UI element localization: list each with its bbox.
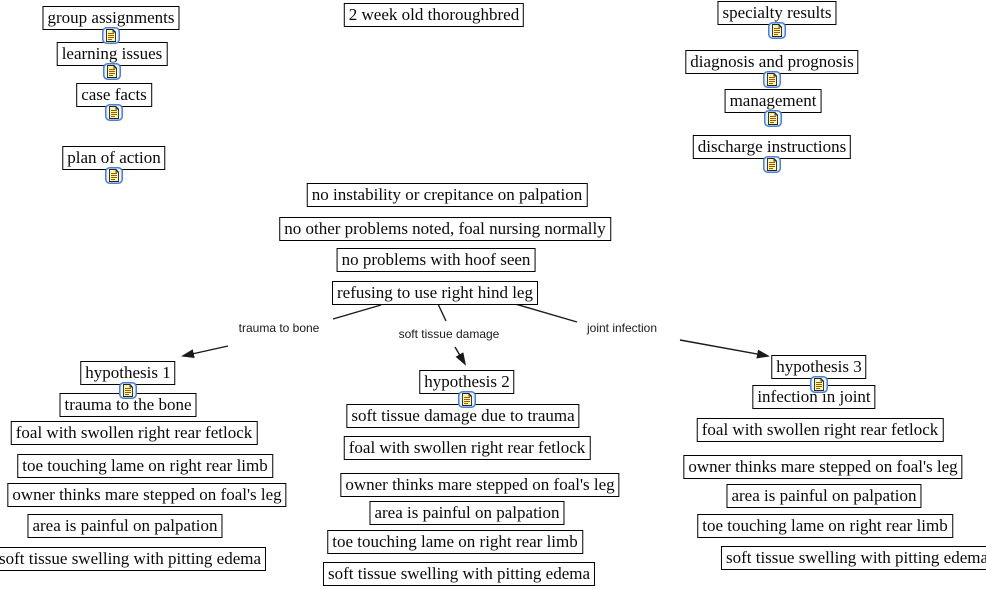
resource-document-icon[interactable] <box>105 104 123 121</box>
node-h2-area-painful[interactable]: area is painful on palpation <box>369 501 565 525</box>
node-hypothesis-3[interactable]: hypothesis 3 <box>771 355 867 379</box>
node-h3-owner-thinks[interactable]: owner thinks mare stepped on foal's leg <box>683 455 963 479</box>
link-trauma-to-bone[interactable]: trauma to bone <box>236 321 322 336</box>
node-h3-swollen-fetlock[interactable]: foal with swollen right rear fetlock <box>696 418 944 442</box>
resource-document-icon[interactable] <box>102 27 120 44</box>
node-hypothesis-1[interactable]: hypothesis 1 <box>80 361 176 385</box>
node-h2-soft-tissue-swelling[interactable]: soft tissue swelling with pitting edema <box>322 562 596 586</box>
edge-refusing-to-trauma-label <box>332 304 382 320</box>
resource-document-icon[interactable] <box>768 22 786 39</box>
node-fact-no-hoof-problems[interactable]: no problems with hoof seen <box>336 248 536 272</box>
node-fact-no-other-problems[interactable]: no other problems noted, foal nursing no… <box>279 217 611 241</box>
node-h1-swollen-fetlock[interactable]: foal with swollen right rear fetlock <box>10 421 258 445</box>
node-fact-refusing-leg[interactable]: refusing to use right hind leg <box>332 281 538 305</box>
link-soft-tissue-damage[interactable]: soft tissue damage <box>396 327 502 342</box>
node-h1-toe-touching-lame[interactable]: toe touching lame on right rear limb <box>17 454 273 478</box>
node-plan-of-action[interactable]: plan of action <box>62 146 166 170</box>
link-joint-infection[interactable]: joint infection <box>584 321 660 336</box>
node-h1-area-painful[interactable]: area is painful on palpation <box>27 514 223 538</box>
node-case-facts[interactable]: case facts <box>76 83 152 107</box>
resource-document-icon[interactable] <box>103 63 121 80</box>
node-h2-swollen-fetlock[interactable]: foal with swollen right rear fetlock <box>343 436 591 460</box>
node-h3-area-painful[interactable]: area is painful on palpation <box>726 484 922 508</box>
resource-document-icon[interactable] <box>764 110 782 127</box>
node-diagnosis-and-prognosis[interactable]: diagnosis and prognosis <box>685 50 859 74</box>
node-hypothesis-2[interactable]: hypothesis 2 <box>419 370 515 394</box>
edge-trauma-label-to-hyp1 <box>181 345 229 359</box>
resource-document-icon[interactable] <box>458 391 476 408</box>
node-learning-issues[interactable]: learning issues <box>56 42 168 66</box>
node-fact-no-instability[interactable]: no instability or crepitance on palpatio… <box>306 183 588 207</box>
resource-document-icon[interactable] <box>763 71 781 88</box>
node-specialty-results[interactable]: specialty results <box>717 1 837 25</box>
edge-joint-label-to-hyp3 <box>679 339 770 359</box>
node-h1-soft-tissue-swelling[interactable]: soft tissue swelling with pitting edema <box>0 547 267 571</box>
resource-document-icon[interactable] <box>105 167 123 184</box>
resource-document-icon[interactable] <box>119 382 137 399</box>
node-h3-toe-touching-lame[interactable]: toe touching lame on right rear limb <box>697 514 953 538</box>
node-h2-owner-thinks[interactable]: owner thinks mare stepped on foal's leg <box>340 473 620 497</box>
edge-soft-label-to-hyp2 <box>454 346 467 366</box>
node-two-week-old-thoroughbred[interactable]: 2 week old thoroughbred <box>343 3 525 27</box>
edge-refusing-to-soft-label <box>437 303 447 322</box>
resource-document-icon[interactable] <box>810 376 828 393</box>
resource-document-icon[interactable] <box>763 156 781 173</box>
node-h2-toe-touching-lame[interactable]: toe touching lame on right rear limb <box>327 530 583 554</box>
node-h2-soft-tissue-damage[interactable]: soft tissue damage due to trauma <box>346 404 580 428</box>
node-h1-trauma-to-the-bone[interactable]: trauma to the bone <box>59 393 197 417</box>
node-h3-soft-tissue-swelling[interactable]: soft tissue swelling with pitting edema <box>720 546 986 570</box>
node-h1-owner-thinks[interactable]: owner thinks mare stepped on foal's leg <box>7 483 287 507</box>
